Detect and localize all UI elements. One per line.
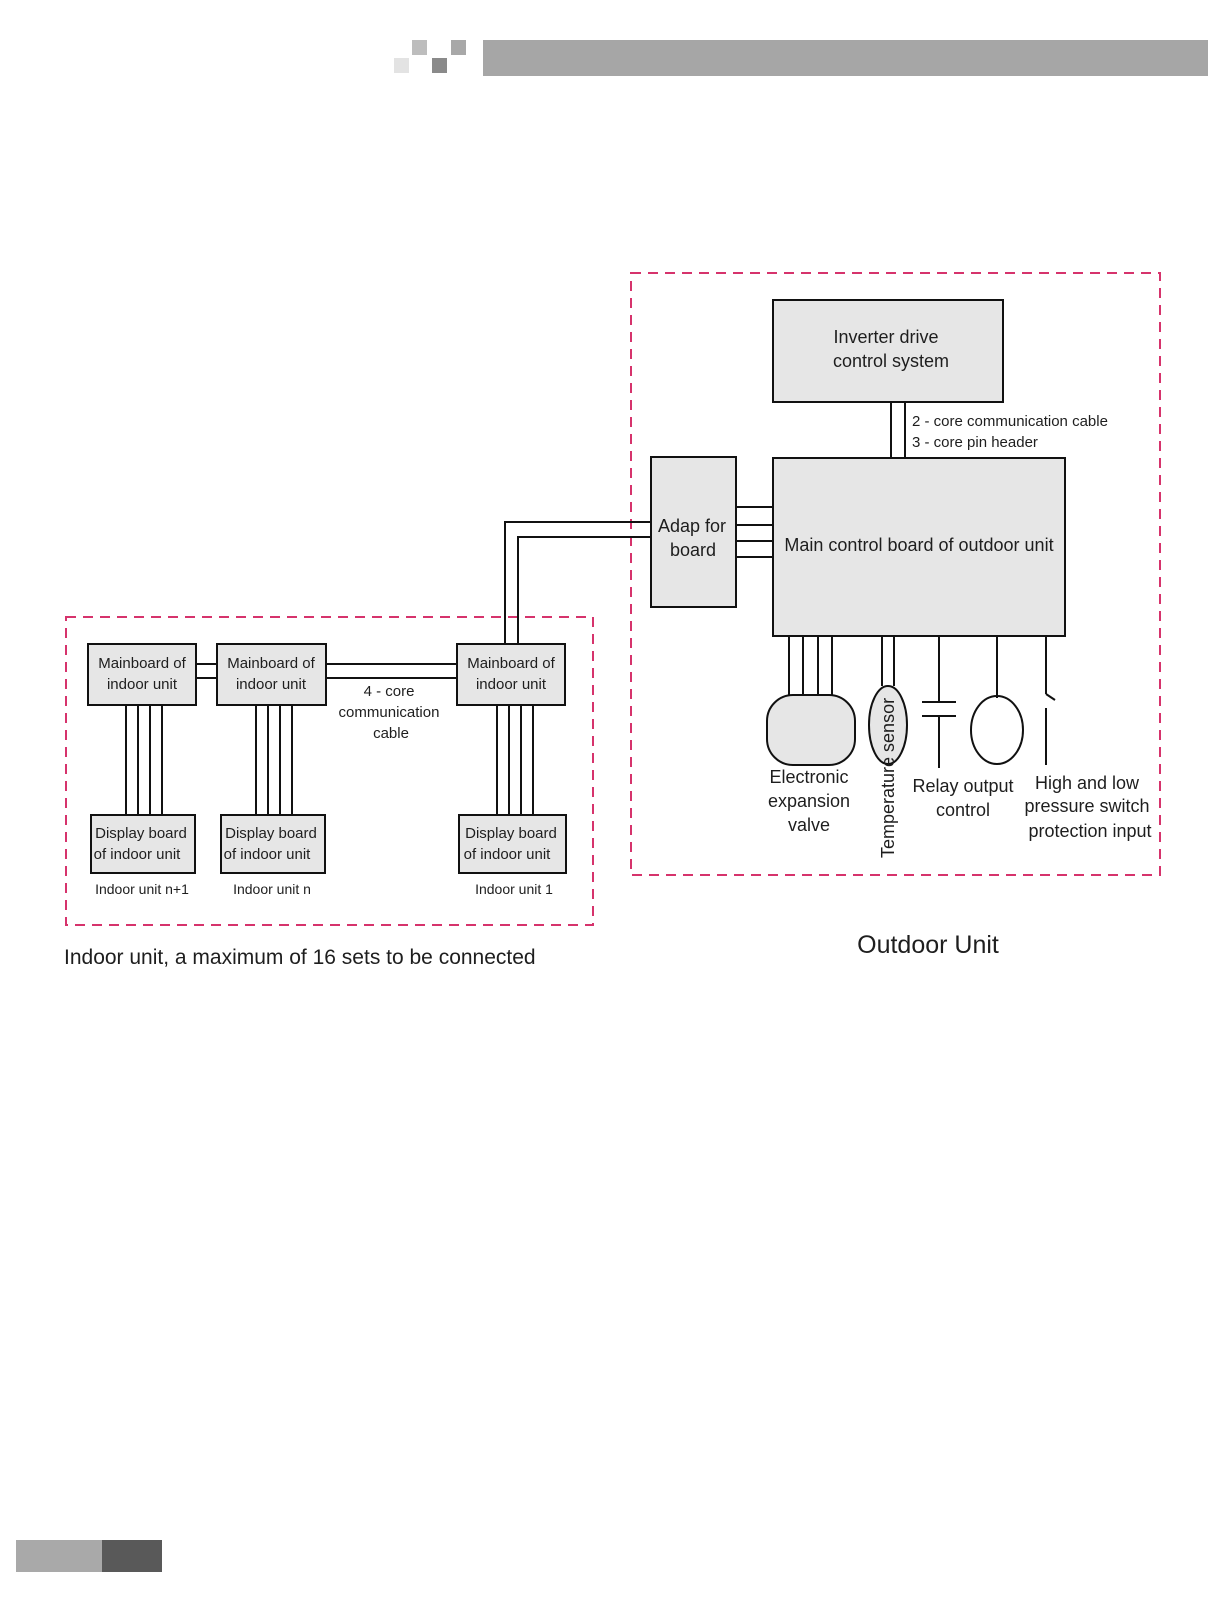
- main-control-board-box: [772, 457, 1066, 637]
- indoor-unit-n-plus-1: Mainboard of indoor unit Display board o…: [87, 643, 197, 897]
- indoor-cable-label-line2: communication: [339, 704, 440, 721]
- eev-label-line1: Electronic: [769, 767, 848, 787]
- footer-block-light: [16, 1540, 102, 1572]
- inverter-drive-box: [772, 299, 1004, 403]
- relay-label-line2: control: [936, 800, 990, 820]
- pressure-switch-label-line2: pressure switch: [1024, 796, 1149, 816]
- indoor-display-board-box: [90, 814, 196, 874]
- indoor-mainboard-box: [456, 643, 566, 706]
- indoor-mainboard-box: [216, 643, 327, 706]
- header-square: [451, 40, 466, 55]
- indoor-display-label-line1: Display board: [95, 825, 187, 842]
- adapter-label-line2: board: [670, 540, 716, 560]
- inverter-label-line1: Inverter drive: [833, 327, 938, 347]
- header-square: [412, 40, 427, 55]
- outdoor-unit-region: [630, 272, 1161, 876]
- indoor-unit-n: Mainboard of indoor unit Display board o…: [216, 643, 327, 897]
- indoor-display-board-box: [458, 814, 567, 874]
- inverter-label-line2: control system: [833, 351, 949, 371]
- indoor-mainboard-box: [87, 643, 197, 706]
- expansion-valve-symbol: [766, 694, 856, 766]
- pressure-switch-label-line3: protection input: [1028, 821, 1151, 841]
- indoor-cable-label-line3: cable: [373, 725, 409, 742]
- indoor-display-label-line2: of indoor unit: [224, 846, 312, 863]
- pressure-switch-label-line1: High and low: [1035, 773, 1140, 793]
- header-bar: [483, 40, 1208, 76]
- indoor-unit-caption: Indoor unit, a maximum of 16 sets to be …: [64, 946, 536, 969]
- indoor-mainboard-label-line1: Mainboard of: [467, 655, 555, 672]
- indoor-display-label-line1: Display board: [465, 825, 557, 842]
- indoor-unit-region: [65, 616, 594, 926]
- cable-note-2core: 2 - core communication cable: [912, 413, 1108, 430]
- indoor-unit-label: Indoor unit n: [233, 881, 311, 897]
- indoor-mainboard-label-line2: indoor unit: [107, 676, 178, 693]
- header-square: [394, 58, 409, 73]
- temperature-sensor-symbol: [868, 685, 908, 765]
- eev-label-line3: valve: [788, 815, 830, 835]
- indoor-display-label-line2: of indoor unit: [94, 846, 182, 863]
- indoor-unit-label: Indoor unit n+1: [95, 881, 189, 897]
- main-control-board-label: Main control board of outdoor unit: [784, 535, 1053, 555]
- indoor-cable-label-line1: 4 - core: [364, 683, 415, 700]
- eev-label-line2: expansion: [768, 791, 850, 811]
- indoor-display-label-line1: Display board: [225, 825, 317, 842]
- indoor-display-label-line2: of indoor unit: [464, 846, 552, 863]
- indoor-mainboard-label-line2: indoor unit: [476, 676, 547, 693]
- indoor-mainboard-label-line1: Mainboard of: [98, 655, 186, 672]
- indoor-unit-1: Mainboard of indoor unit Display board o…: [456, 643, 567, 897]
- relay-label-line1: Relay output: [912, 776, 1013, 796]
- indoor-unit-label: Indoor unit 1: [475, 881, 553, 897]
- pressure-switch-symbol: [970, 695, 1024, 765]
- indoor-mainboard-label-line2: indoor unit: [236, 676, 307, 693]
- cable-note-3core: 3 - core pin header: [912, 434, 1038, 451]
- outdoor-unit-caption: Outdoor Unit: [857, 931, 999, 959]
- header-square: [432, 58, 447, 73]
- temperature-sensor-label: Temperature sensor: [878, 698, 898, 858]
- indoor-mainboard-label-line1: Mainboard of: [227, 655, 315, 672]
- adapter-board-box: [650, 456, 737, 608]
- footer-block-dark: [102, 1540, 162, 1572]
- indoor-display-board-box: [220, 814, 326, 874]
- adapter-label-line1: Adap for: [658, 516, 726, 536]
